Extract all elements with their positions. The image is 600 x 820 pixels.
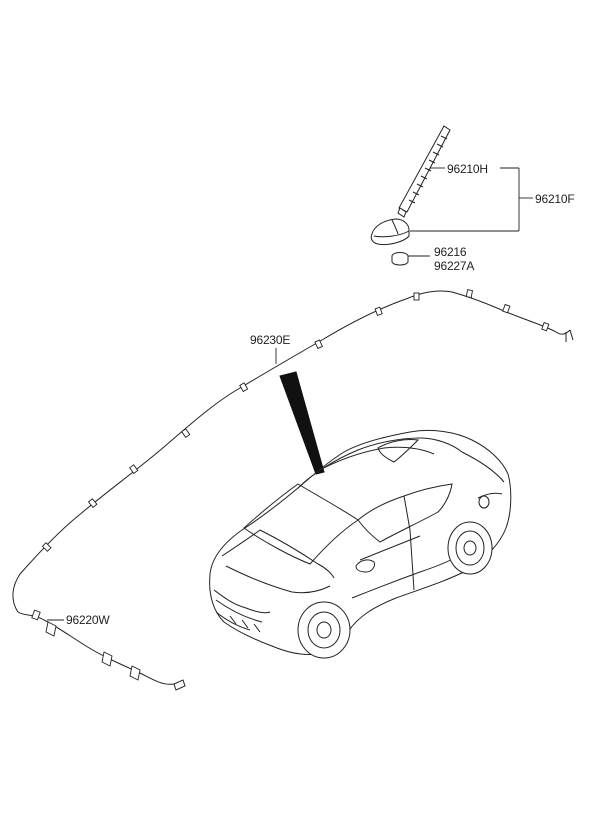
label-96216: 96216	[434, 245, 467, 259]
label-96210F: 96210F	[535, 192, 575, 206]
label-96220W: 96220W	[66, 613, 110, 627]
pointer-wedge	[279, 371, 325, 475]
label-96210H: 96210H	[447, 162, 488, 176]
leader-lines	[47, 167, 533, 621]
label-96227A: 96227A	[434, 259, 475, 273]
antenna-base	[370, 218, 410, 245]
label-96230E: 96230E	[250, 333, 291, 347]
antenna-rod	[397, 125, 451, 218]
roof-cable-clips	[41, 289, 550, 552]
rear-cable-clips	[31, 609, 141, 681]
antenna-cap	[391, 252, 409, 266]
roof-cable	[12, 290, 574, 613]
car-drawing	[209, 429, 512, 659]
